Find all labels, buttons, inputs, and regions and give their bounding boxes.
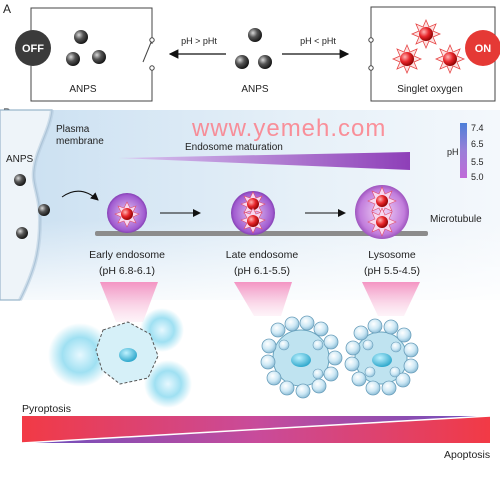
late-endosome <box>231 191 275 235</box>
stage-name: Early endosome <box>89 249 165 261</box>
anps-particle <box>258 55 272 69</box>
anps-particle <box>235 55 249 69</box>
ph-tick: 5.0 <box>471 172 484 182</box>
apoptotic-cell <box>260 315 343 399</box>
anps-particle <box>16 227 28 239</box>
off-badge <box>15 30 51 66</box>
ph-scale-title: pH <box>447 147 459 157</box>
on-state-box: ON Singlet oxygen <box>366 6 500 102</box>
anps-particle <box>248 28 262 42</box>
microtubule <box>95 231 428 236</box>
ph-tick: 5.5 <box>471 157 484 167</box>
outcome-cone <box>362 282 420 316</box>
ph-tick: 6.5 <box>471 139 484 149</box>
singlet-oxygen-particle <box>410 18 442 50</box>
on-box-caption: Singlet oxygen <box>397 84 463 95</box>
outcome-cone <box>234 282 292 316</box>
uptake-arrow <box>61 190 99 201</box>
endosome-maturation-label: Endosome maturation <box>185 142 283 153</box>
ph-scale: pH 7.4 6.5 5.5 5.0 <box>447 123 484 182</box>
off-box-caption: ANPS <box>69 84 97 95</box>
stage-ph-range: (pH 6.1-5.5) <box>234 265 290 277</box>
arrow-right-label: pH < pHt <box>300 36 336 46</box>
anps-particle <box>74 30 88 44</box>
off-state-box: OFF ANPS <box>15 7 156 102</box>
anps-particle <box>66 52 80 66</box>
off-badge-label: OFF <box>22 43 44 55</box>
microtubule-label: Microtubule <box>430 214 482 225</box>
apoptosis-label: Apoptosis <box>444 449 490 461</box>
stage-name: Late endosome <box>226 249 299 261</box>
early-endosome <box>107 193 147 233</box>
singlet-oxygen-particle <box>434 43 466 75</box>
singlet-oxygen-particle <box>391 43 423 75</box>
watermark: www.yemeh.com <box>191 115 386 142</box>
endosome-maturation-wedge <box>118 152 410 170</box>
on-badge <box>465 30 500 66</box>
plasma-membrane-label: Plasma membrane <box>56 124 104 147</box>
stage-ph-range: (pH 5.5-4.5) <box>364 265 420 277</box>
pyroptotic-cell <box>48 308 192 408</box>
center-anps-group: ANPS <box>235 28 272 95</box>
arrow-left-label: pH > pHt <box>181 36 217 46</box>
lysosome <box>355 185 409 239</box>
stage-name: Lysosome <box>368 249 416 261</box>
anps-particle <box>38 204 50 216</box>
ph-tick: 7.4 <box>471 123 484 133</box>
panel-a-label: A <box>3 2 11 16</box>
anps-particle <box>92 50 106 64</box>
on-badge-label: ON <box>475 43 492 55</box>
pyroptosis-label: Pyroptosis <box>22 403 71 415</box>
apoptotic-cell <box>344 318 419 396</box>
stage-ph-range: (pH 6.8-6.1) <box>99 265 155 277</box>
center-anps-caption: ANPS <box>241 84 269 95</box>
anps-label-b: ANPS <box>6 154 34 165</box>
anps-particle <box>14 174 26 186</box>
outcome-cone <box>100 282 158 322</box>
